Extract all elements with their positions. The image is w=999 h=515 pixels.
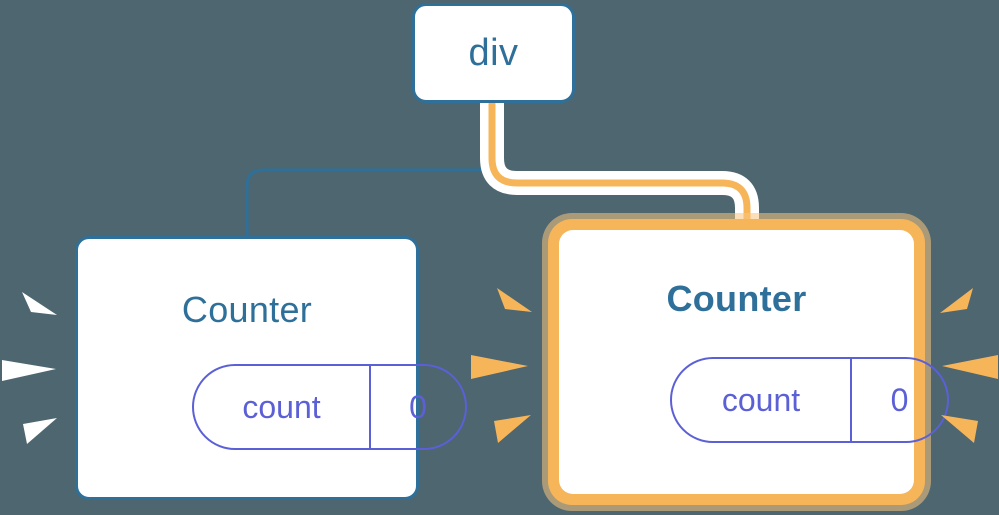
node-div-label: div <box>468 31 519 74</box>
sparkle-orange-left-middle <box>471 355 528 379</box>
sparkle-orange-right-top <box>940 288 973 313</box>
sparkle-orange-right-middle <box>942 355 998 379</box>
prop-key-count-right: count <box>672 359 852 441</box>
prop-key-count-left: count <box>194 366 371 448</box>
node-div[interactable]: div <box>412 3 575 103</box>
node-counter-left[interactable]: Counter count 0 <box>75 236 467 500</box>
sparkles-right-of-right-counter <box>940 288 998 443</box>
node-counter-right-title: Counter <box>666 278 807 319</box>
sparkle-white-bottom <box>23 418 57 444</box>
sparkle-white-top <box>22 292 57 315</box>
prop-value-count-right: 0 <box>890 381 909 418</box>
sparkle-orange-left-bottom <box>494 415 531 443</box>
node-counter-right-body: Counter count 0 <box>559 230 949 494</box>
prop-pill-count-right[interactable]: count 0 <box>670 357 949 443</box>
sparkle-orange-right-bottom <box>941 415 978 443</box>
sparkles-left-of-right-counter <box>471 288 532 443</box>
wire-div-to-right-counter <box>488 103 751 236</box>
node-counter-right[interactable]: Counter count 0 <box>548 219 949 505</box>
sparkle-white-middle <box>2 360 56 381</box>
sparkles-left-of-left-counter <box>2 292 57 444</box>
sparkle-orange-left-top <box>497 288 532 312</box>
node-counter-left-title: Counter <box>181 289 313 330</box>
prop-value-count-left: 0 <box>409 388 427 425</box>
prop-pill-count-left[interactable]: count 0 <box>192 364 467 450</box>
